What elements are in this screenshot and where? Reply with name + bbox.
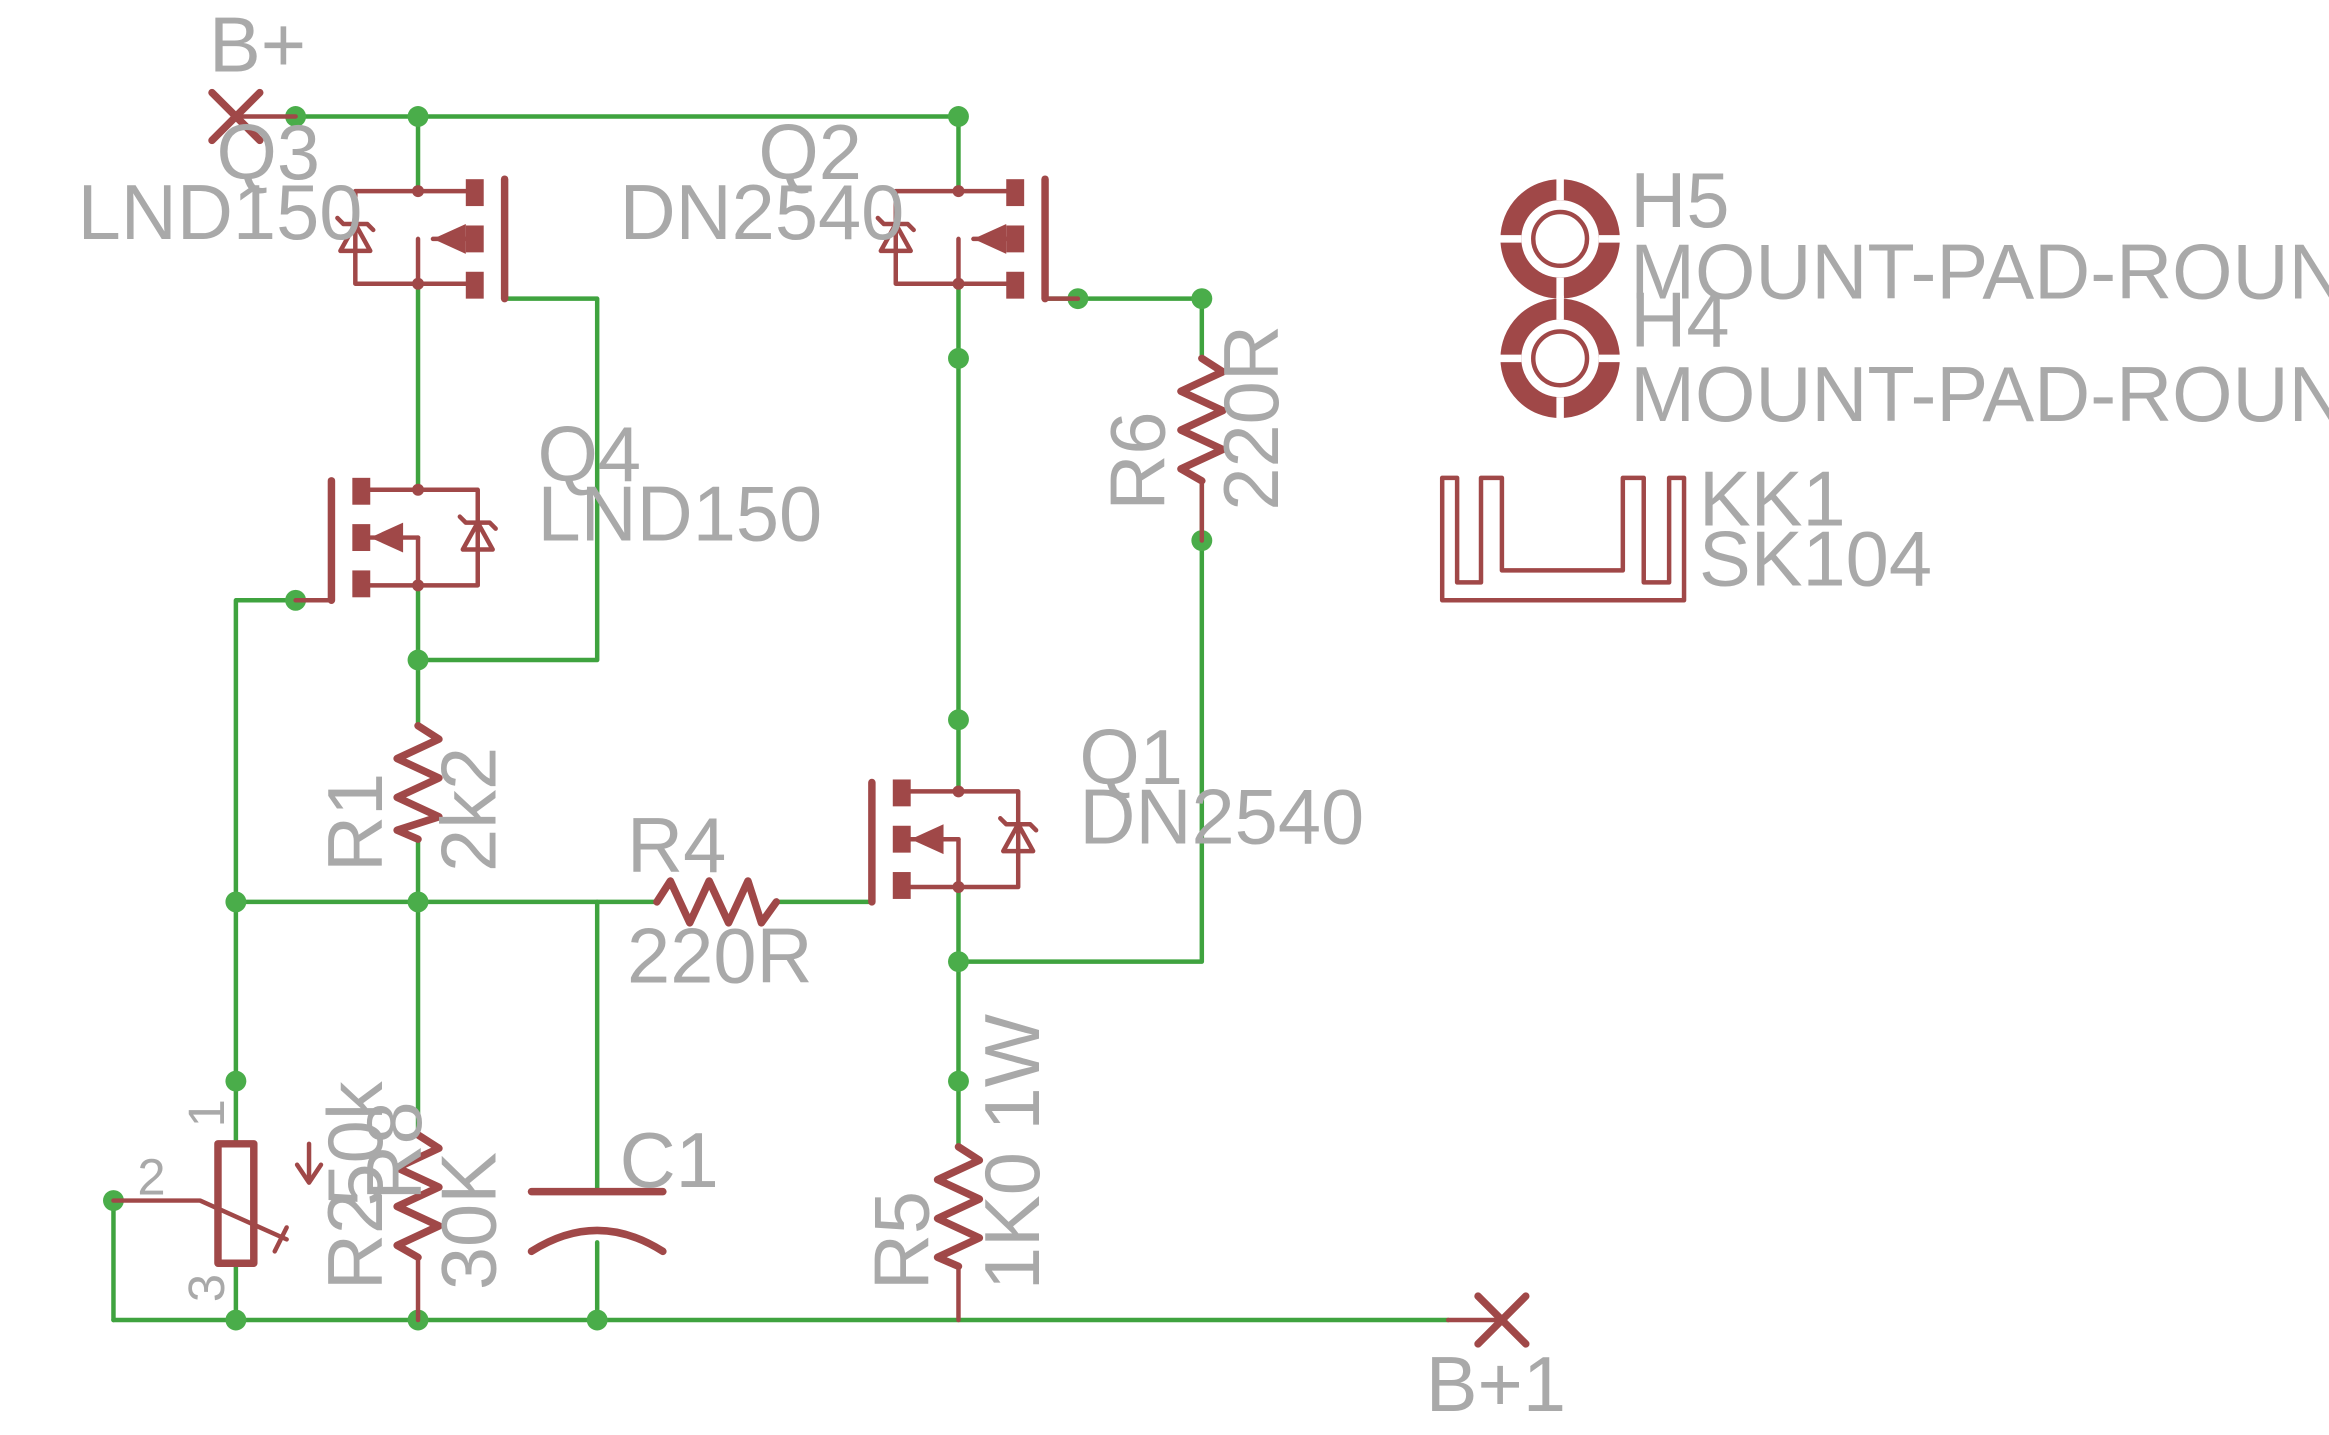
h5-name: H5 bbox=[1630, 158, 1729, 244]
q4-value: LND150 bbox=[537, 472, 822, 558]
r8-value: 30K bbox=[427, 1152, 513, 1290]
mosfet-q3: Q3 LND150 bbox=[78, 110, 509, 303]
supply-top-marker: B+ bbox=[208, 3, 306, 145]
resistor-r8: R8 30K bbox=[352, 1101, 513, 1323]
kk1-value: SK104 bbox=[1699, 516, 1932, 602]
r6-name: R6 bbox=[1096, 411, 1182, 510]
r4-value: 220R bbox=[627, 914, 813, 1000]
r8-name: R8 bbox=[352, 1101, 438, 1200]
wires bbox=[111, 114, 1451, 1323]
h4-value: MOUNT-PAD-ROUND5.5 bbox=[1630, 352, 2329, 438]
r2-pin-1: 1 bbox=[178, 1099, 235, 1127]
q3-name: Q3 bbox=[216, 110, 320, 196]
r2-value: 50k bbox=[313, 1081, 399, 1206]
c1-name: C1 bbox=[620, 1118, 719, 1204]
supply-bottom-label: B+1 bbox=[1426, 1342, 1566, 1428]
r6-value: 220R bbox=[1209, 325, 1295, 511]
mount-pad-h5: H5 MOUNT-PAD-ROUND5.5 bbox=[1497, 158, 2329, 316]
q2-value: DN2540 bbox=[620, 170, 905, 256]
mount-pad-h4: H4 MOUNT-PAD-ROUND5.5 bbox=[1497, 277, 2329, 438]
resistor-r1: R1 2k2 bbox=[313, 721, 513, 872]
r1-value: 2k2 bbox=[427, 747, 513, 872]
mosfet-q2: Q2 DN2540 bbox=[620, 110, 1081, 303]
heatsink-kk1: KK1 SK104 bbox=[1439, 457, 1932, 603]
mosfet-q1: Q1 DN2540 bbox=[868, 715, 1364, 906]
capacitor-c1: C1 bbox=[527, 1118, 719, 1256]
r5-value: 1K0 1W bbox=[970, 1014, 1056, 1290]
r2-pin-2: 2 bbox=[137, 1149, 165, 1206]
r1-name: R1 bbox=[313, 773, 399, 872]
r2-name: R2 bbox=[313, 1191, 399, 1290]
potentiometer-r2: 1 2 3 R2 50k bbox=[111, 1081, 399, 1302]
h4-name: H4 bbox=[1630, 277, 1729, 363]
q4-name: Q4 bbox=[537, 412, 641, 498]
q1-value: DN2540 bbox=[1079, 775, 1364, 861]
resistor-r5: R5 1K0 1W bbox=[860, 1014, 1056, 1323]
mosfet-q4: Q4 LND150 bbox=[293, 412, 822, 605]
supply-top-label: B+ bbox=[209, 3, 306, 89]
q3-value: LND150 bbox=[78, 170, 363, 256]
supply-bottom-marker: B+1 bbox=[1426, 1292, 1566, 1428]
q1-name: Q1 bbox=[1079, 715, 1183, 801]
r4-name: R4 bbox=[627, 803, 726, 889]
resistor-r6: R6 220R bbox=[1096, 325, 1295, 543]
resistor-r4: R4 220R bbox=[627, 803, 813, 1000]
h5-value: MOUNT-PAD-ROUND5.5 bbox=[1630, 230, 2329, 316]
kk1-name: KK1 bbox=[1699, 457, 1846, 543]
r2-pin-3: 3 bbox=[178, 1274, 235, 1302]
q2-name: Q2 bbox=[758, 110, 862, 196]
r5-name: R5 bbox=[860, 1191, 946, 1290]
